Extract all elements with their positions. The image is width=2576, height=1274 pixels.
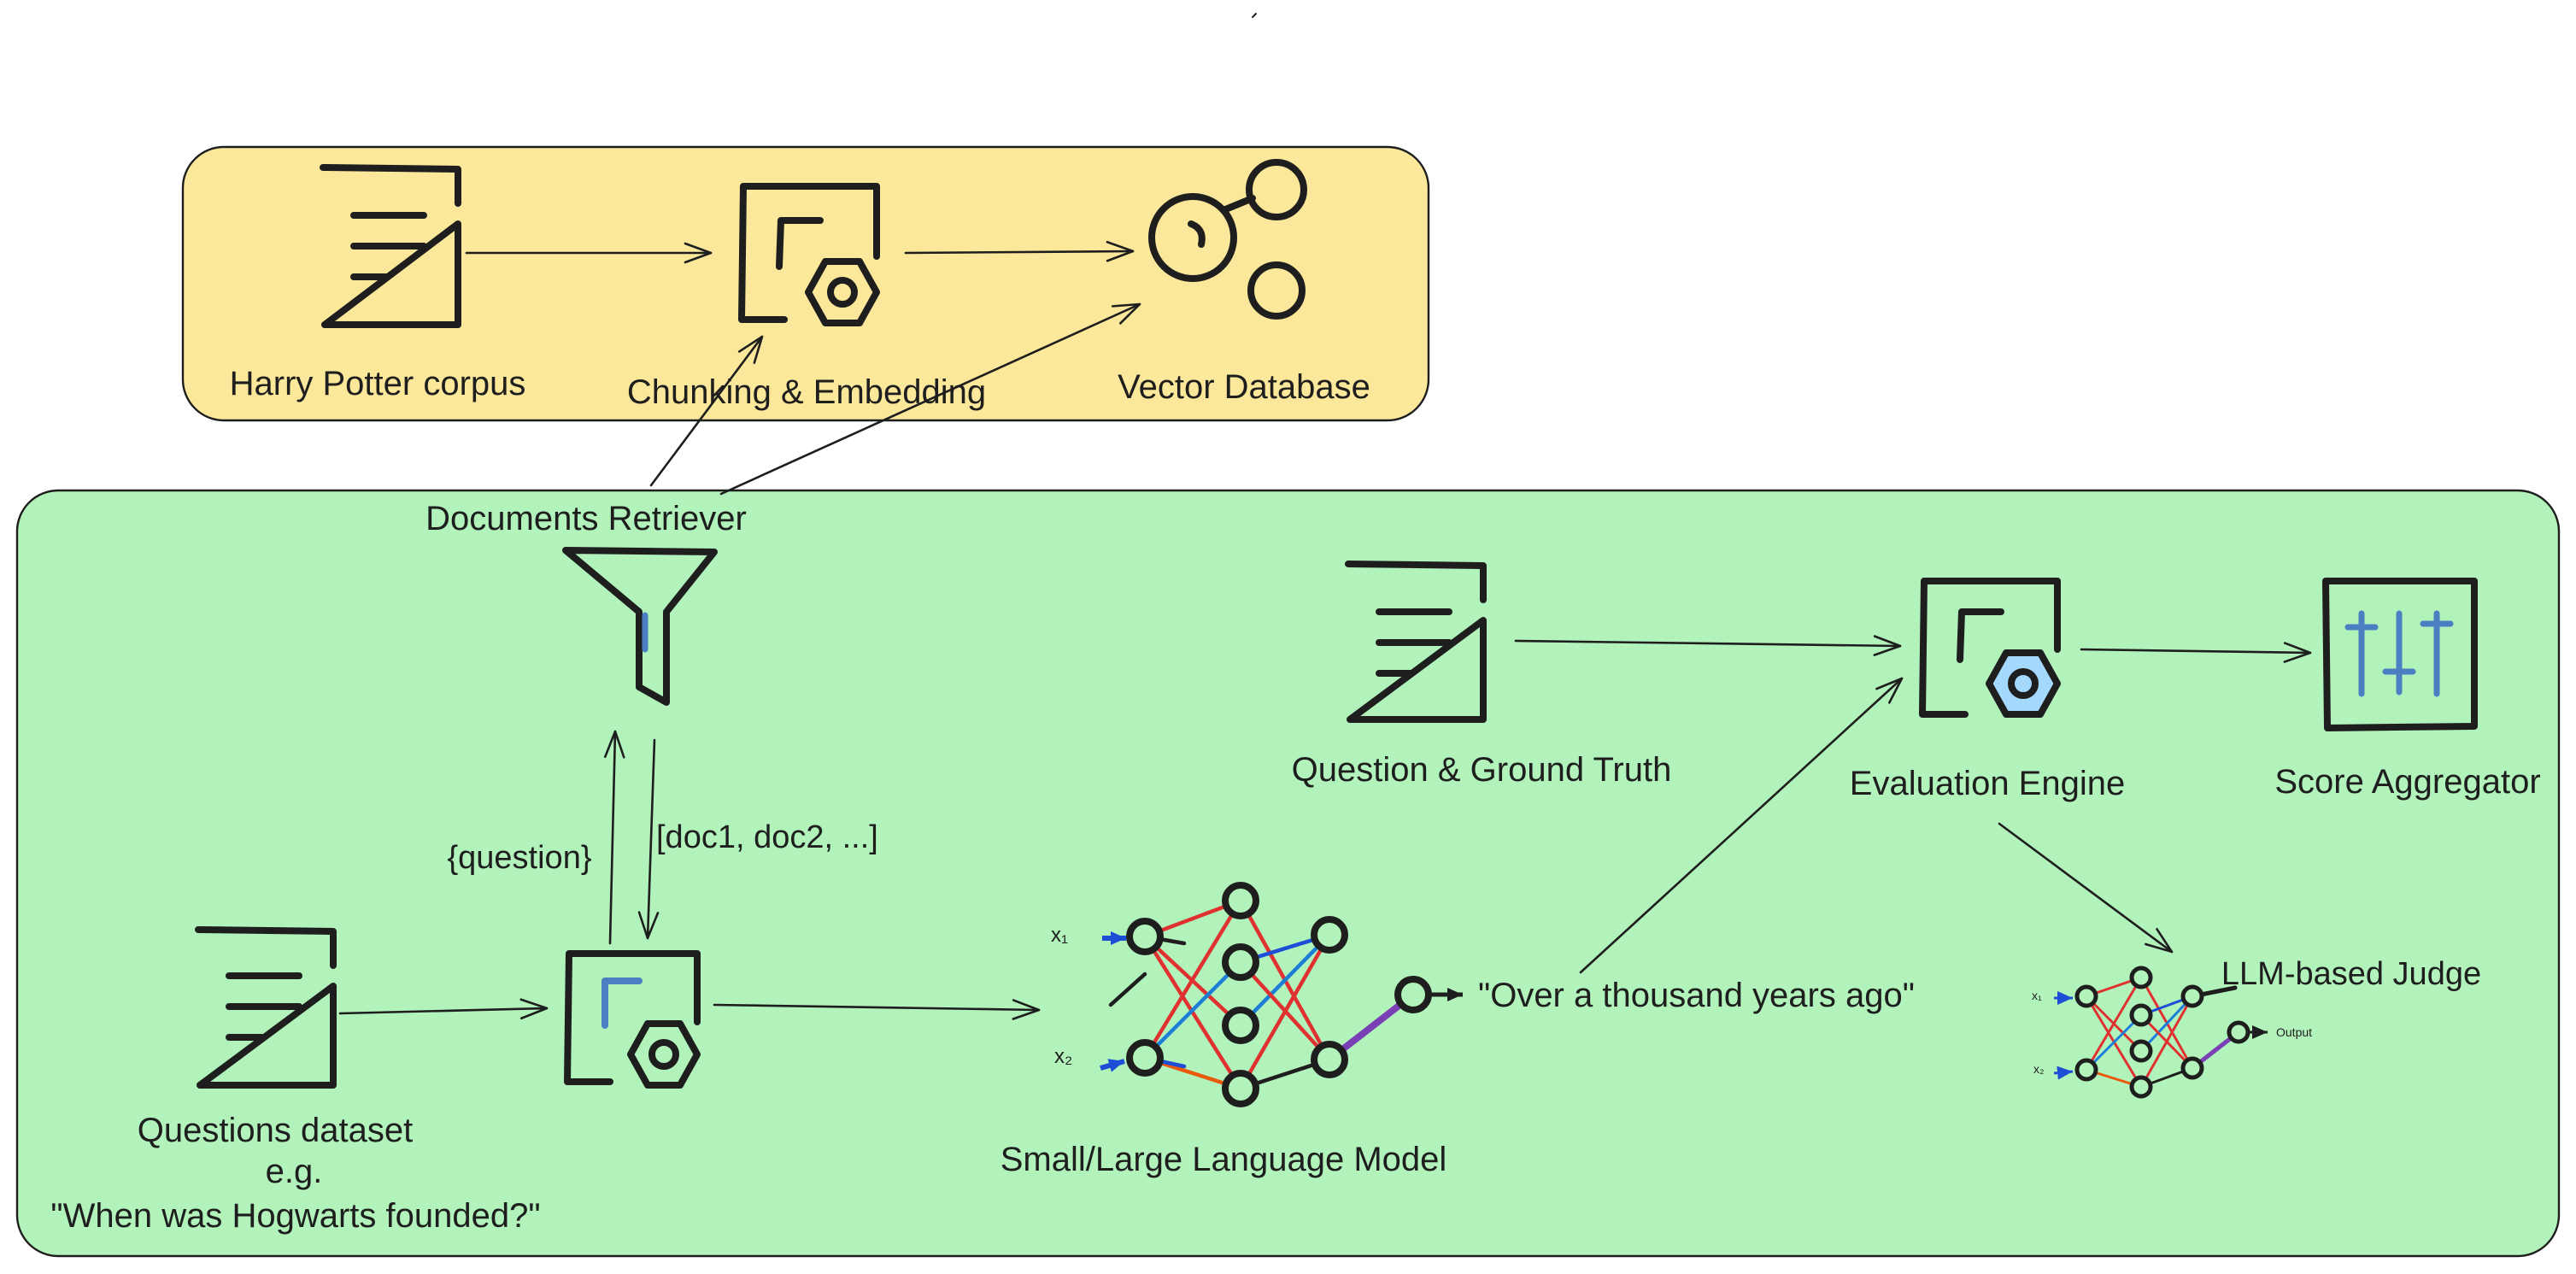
corpus-label: Harry Potter corpus (230, 365, 526, 402)
corpus-document-icon (320, 164, 461, 328)
arrow-question-to-retriever (603, 730, 625, 945)
evaluation-label: Evaluation Engine (1850, 765, 2125, 802)
orchestrator-processor-icon (564, 950, 701, 1089)
judge-output-text: Output (2276, 1025, 2312, 1039)
ground-truth-document-icon (1345, 561, 1487, 723)
arrow-dataset-to-orchestrator (338, 998, 549, 1020)
llm-label: Small/Large Language Model (1000, 1141, 1447, 1178)
arrow-orchestrator-to-llm (713, 999, 1041, 1020)
judge-input-x2: x₂ (2033, 1062, 2044, 1076)
dataset-label-line1: Questions dataset (138, 1112, 413, 1149)
arrow-retriever-to-chunking (649, 335, 764, 487)
retriever-funnel-icon (562, 547, 718, 706)
judge-input-x1: x₁ (2032, 989, 2042, 1002)
evaluation-engine-processor-icon (1919, 578, 2061, 718)
arrow-evaluation-to-score (2080, 642, 2312, 663)
arrow-evaluation-to-judge (1998, 822, 2174, 954)
dataset-document-icon (195, 926, 337, 1089)
docs-edge-label: [doc1, doc2, ...] (656, 819, 878, 855)
arrow-docs-to-orchestrator (637, 738, 660, 940)
score-label: Score Aggregator (2274, 763, 2540, 801)
indexing-panel (181, 145, 1430, 422)
stray-mark (1252, 13, 1257, 18)
chunking-processor-icon (738, 183, 880, 326)
question-edge-label: {question} (447, 840, 591, 876)
retriever-label: Documents Retriever (425, 500, 747, 537)
ground-truth-label: Question & Ground Truth (1292, 751, 1672, 789)
arrow-answer-to-evaluation (1579, 677, 1904, 974)
llm-input-x1: x₁ (1051, 924, 1068, 947)
dataset-label-line2: e.g. (266, 1153, 323, 1190)
llm-input-x2: x₂ (1054, 1045, 1072, 1068)
arrow-ground-truth-to-evaluation (1514, 635, 1902, 656)
vector-db-label: Vector Database (1118, 368, 1370, 406)
vector-db-graph-icon (1148, 159, 1307, 320)
score-aggregator-sliders-icon (2322, 578, 2478, 731)
llm-neural-network-icon: x₁ x₂ (1051, 882, 1463, 1107)
arrow-retriever-to-vector-db (719, 302, 1141, 496)
chunking-label: Chunking & Embedding (627, 373, 986, 411)
dataset-label-line3: "When was Hogwarts founded?" (50, 1197, 540, 1235)
judge-label: LLM-based Judge (2221, 956, 2481, 992)
answer-text: "Over a thousand years ago" (1478, 977, 1915, 1014)
judge-neural-network-icon: x₁ x₂ Output (2032, 966, 2312, 1099)
arrow-chunking-to-vector-db (904, 240, 1135, 262)
